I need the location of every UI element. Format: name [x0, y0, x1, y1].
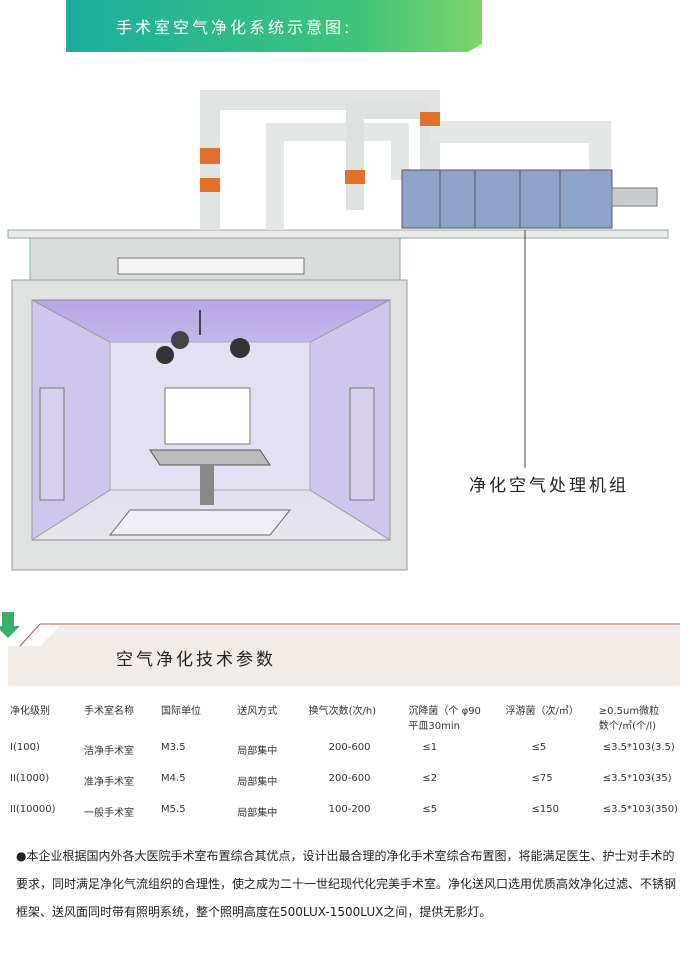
- right-door: [349, 387, 375, 501]
- table-cell: I(100): [10, 742, 40, 753]
- floor-mat: [108, 509, 292, 536]
- damper-icon: [200, 148, 220, 164]
- table-cell: ≤3.5*103(3.5): [602, 742, 675, 753]
- table-row: II(10000) 一般手术室 M5.5 局部集中 100-200 ≤5 ≤15…: [8, 804, 680, 835]
- unit-label: 净化空气处理机组: [469, 476, 629, 496]
- section-header-decoration: [0, 612, 680, 686]
- table-cell: ≤2: [422, 773, 438, 784]
- operating-table-icon: [149, 449, 271, 466]
- supply-air-diffuser: [117, 257, 305, 275]
- table-column: [200, 465, 214, 505]
- col-header: 净化级别: [10, 706, 50, 717]
- damper-icon: [200, 178, 220, 192]
- diagram-illustration: [7, 90, 669, 571]
- table-cell: II(10000): [10, 804, 56, 815]
- table-cell: 洁净手术室: [84, 746, 135, 757]
- col-header: ≥0.5um微粒 数个/㎥(个/l): [598, 706, 660, 732]
- table-cell: ≤3.5*103(350): [602, 804, 678, 815]
- table-cell: ≤3.5*103(35): [602, 773, 672, 784]
- table-cell: ≤5: [422, 804, 438, 815]
- table-header-row: 净化级别 手术室名称 国际单位 送风方式 换气次数(次/h) 沉降菌（个 φ90…: [8, 700, 680, 742]
- parameter-table: 净化级别 手术室名称 国际单位 送风方式 换气次数(次/h) 沉降菌（个 φ90…: [8, 700, 680, 835]
- table-cell: II(1000): [10, 773, 50, 784]
- table-row: I(100) 洁净手术室 M3.5 局部集中 200-600 ≤1 ≤5 ≤3.…: [8, 742, 680, 773]
- table-cell: 准净手术室: [84, 777, 135, 788]
- banner-background: [68, 0, 482, 52]
- table-cell: 200-600: [328, 773, 371, 784]
- banner-accent-line: [66, 0, 68, 52]
- return-duct: [266, 123, 409, 230]
- table-cell: 200-600: [328, 742, 371, 753]
- section-header: [0, 606, 690, 686]
- col-header: 浮游菌（次/㎥）: [505, 706, 579, 717]
- section-title: 空气净化技术参数: [116, 650, 276, 670]
- table-cell: ≤5: [531, 742, 547, 753]
- left-door: [39, 387, 65, 501]
- col-header: 沉降菌（个 φ90 平皿30min: [408, 706, 481, 732]
- wall-screen: [164, 387, 251, 445]
- col-header: 换气次数(次/h): [308, 706, 377, 717]
- table-cell: 局部集中: [237, 777, 278, 788]
- surgical-light-icon: [230, 338, 250, 358]
- table-cell: ≤150: [531, 804, 559, 815]
- table-cell: ≤1: [422, 742, 438, 753]
- surgical-light-icon: [171, 331, 189, 349]
- air-handling-unit: [401, 169, 613, 229]
- damper-icon: [420, 112, 440, 126]
- table-cell: 100-200: [328, 804, 371, 815]
- top-banner: 手术室空气净化系统示意图:: [68, 0, 482, 52]
- ceiling-slab: [7, 229, 669, 239]
- table-cell: 局部集中: [237, 746, 278, 757]
- table-cell: ≤75: [531, 773, 553, 784]
- air-purification-diagram: 净化空气处理机组: [0, 70, 690, 590]
- table-row: II(1000) 准净手术室 M4.5 局部集中 200-600 ≤2 ≤75 …: [8, 773, 680, 804]
- table-cell: M3.5: [161, 742, 186, 753]
- damper-icon: [345, 170, 365, 184]
- table-cell: 局部集中: [237, 808, 278, 819]
- description-paragraph: ●本企业根据国内外各大医院手术室布置综合其优点，设计出最合理的净化手术室综合布置…: [16, 849, 677, 919]
- down-arrow-icon: [0, 612, 20, 638]
- surgical-light-icon: [156, 346, 174, 364]
- fan-outlet: [611, 187, 658, 207]
- col-header: 手术室名称: [84, 706, 135, 717]
- col-header: 送风方式: [237, 706, 278, 717]
- table-cell: 一般手术室: [84, 808, 135, 819]
- banner-title: 手术室空气净化系统示意图:: [116, 18, 353, 37]
- table-cell: M4.5: [161, 773, 186, 784]
- table-cell: M5.5: [161, 804, 186, 815]
- col-header: 国际单位: [161, 706, 202, 717]
